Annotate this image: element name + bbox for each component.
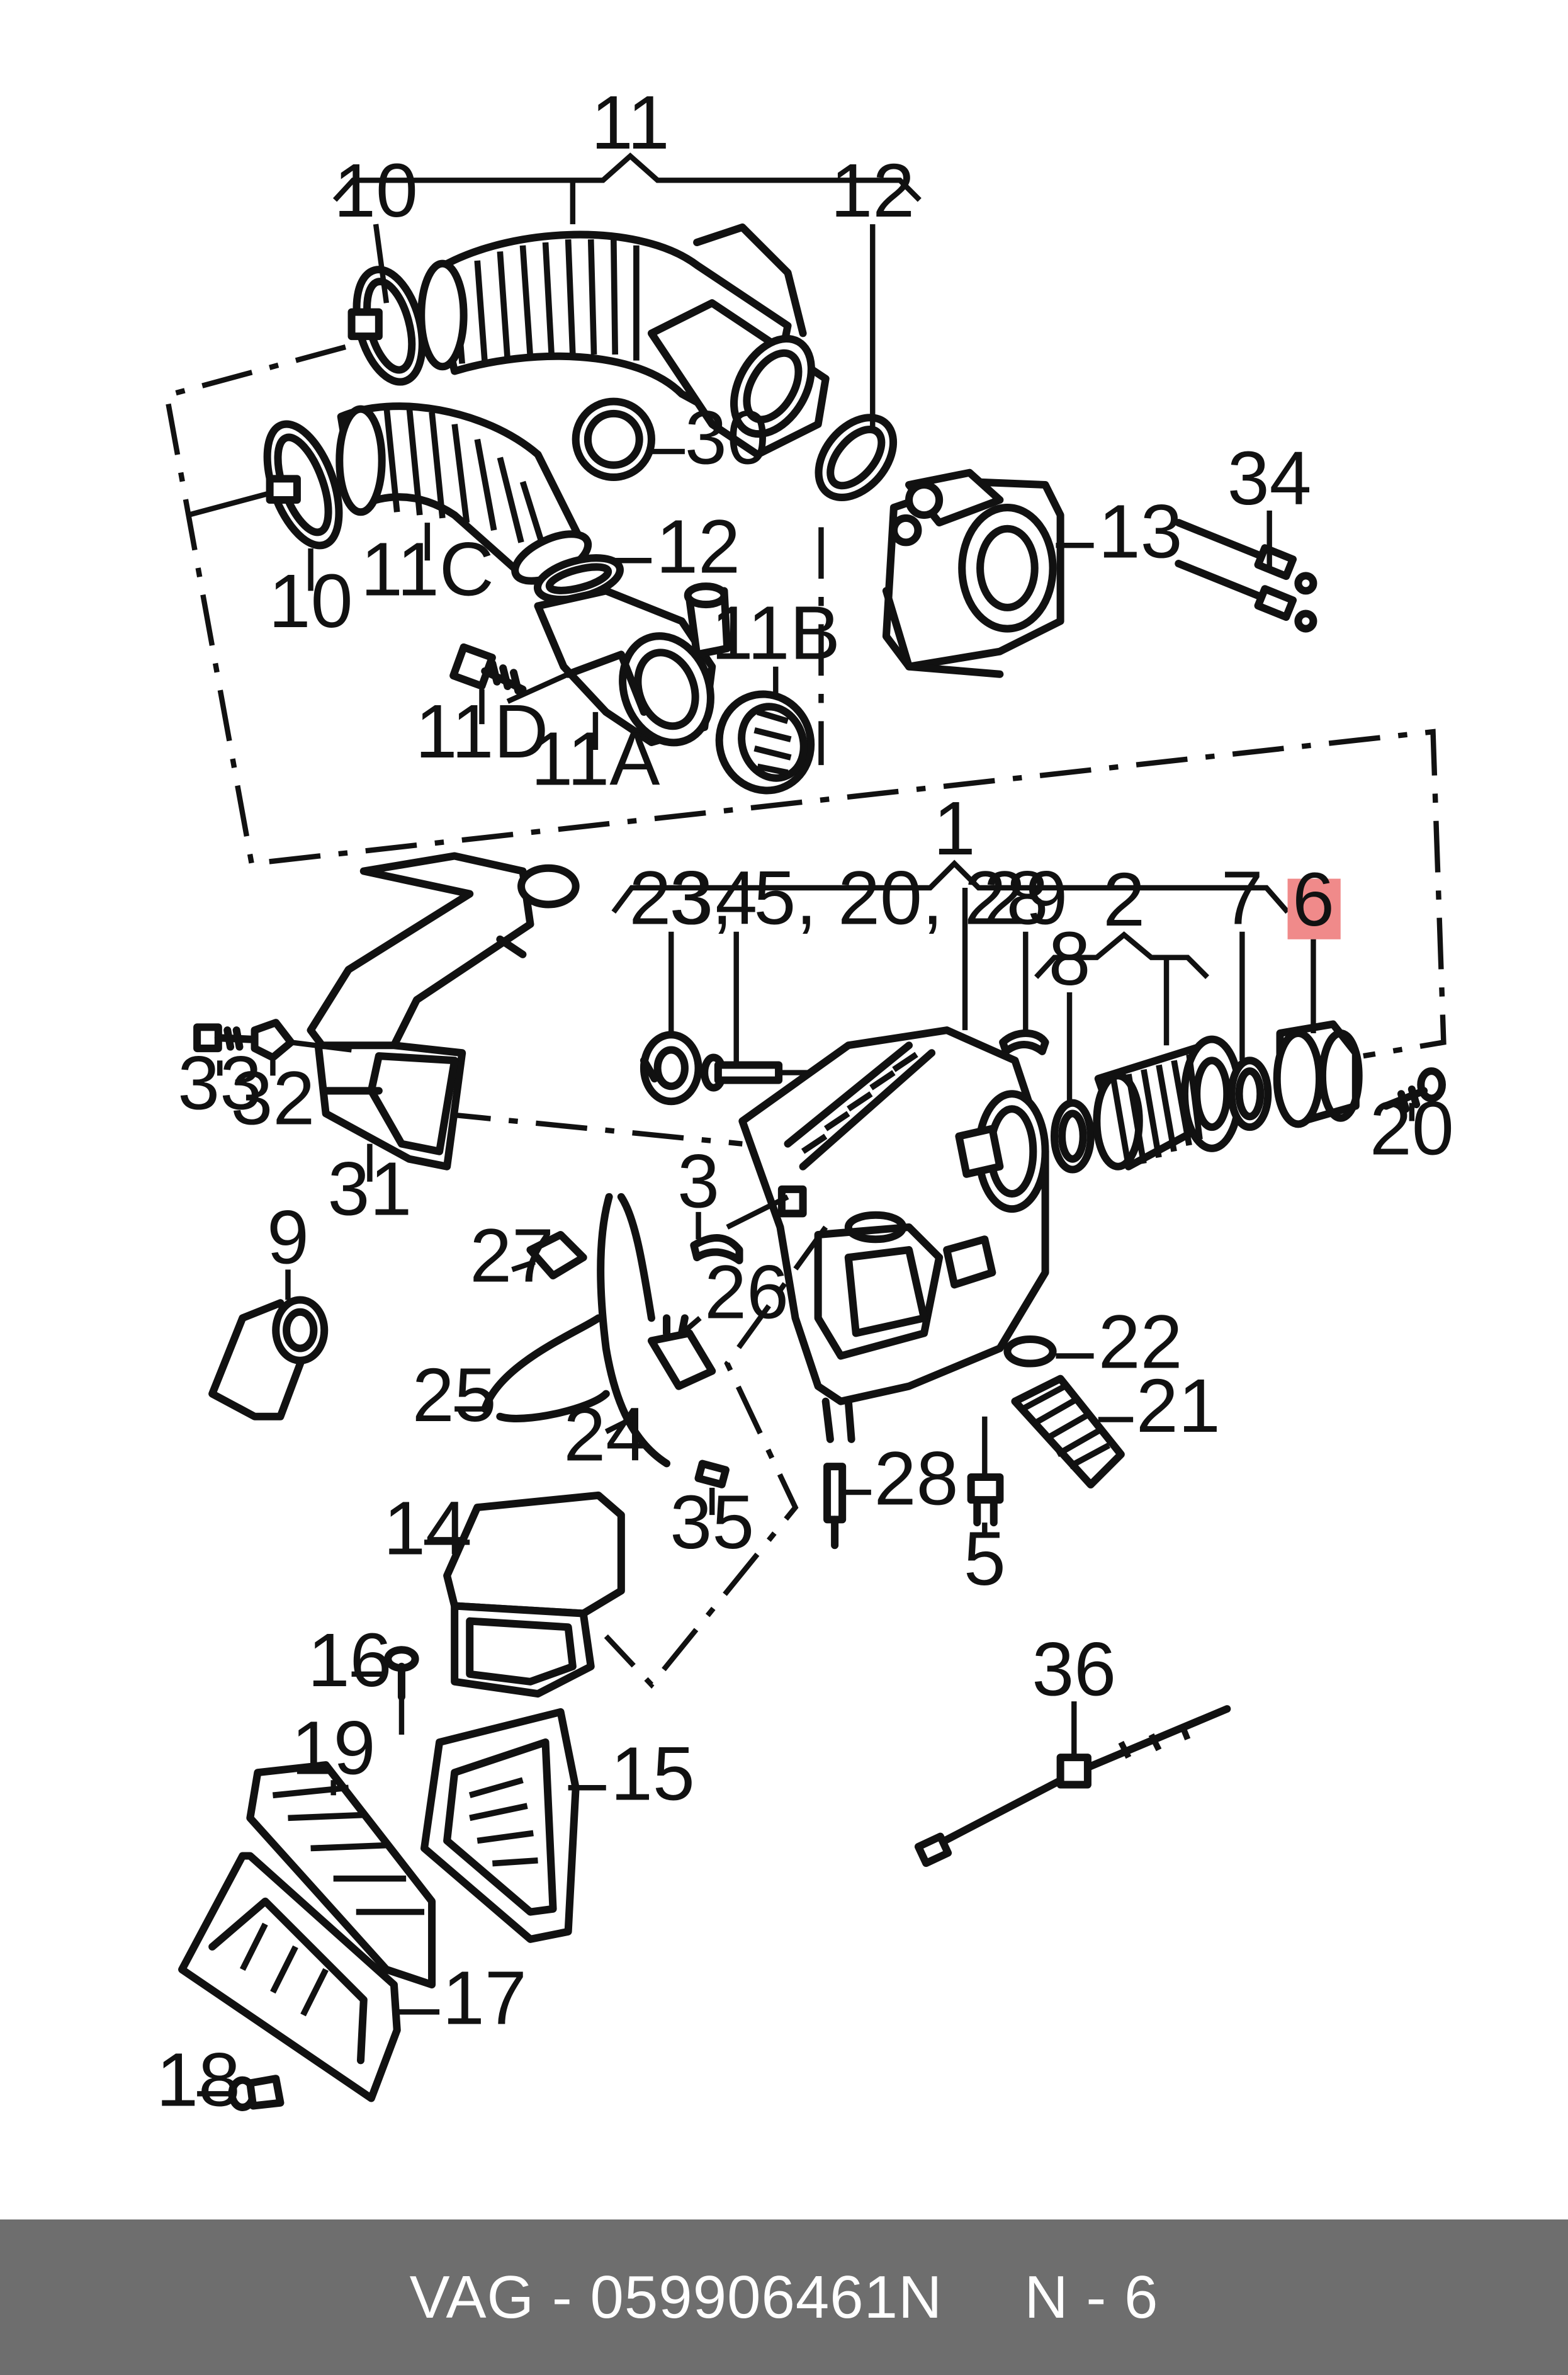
air-deflector-17 <box>178 1852 401 2102</box>
hose-clamp-12-top <box>815 414 898 502</box>
callout-25: 25 <box>412 1353 497 1437</box>
callout-15: 15 <box>611 1732 695 1816</box>
grommet-23 <box>640 1031 702 1106</box>
clip-27 <box>526 1230 587 1279</box>
air-guide-15 <box>420 1708 580 1943</box>
footer-label: VAG - 059906461N N - 6 <box>410 2263 1159 2332</box>
callout-4: 4 <box>715 856 757 941</box>
callout-11D: 11D <box>415 689 549 774</box>
intake-hose-11C <box>336 402 592 585</box>
grille-19 <box>246 1761 436 1989</box>
clip-18 <box>228 2075 285 2111</box>
throttle-body-13 <box>882 468 1064 678</box>
intake-hose-upper <box>417 223 830 458</box>
callout-11C: 11C <box>361 528 494 612</box>
footer-bar: VAG - 059906461N N - 6 <box>0 2219 1568 2375</box>
callout-34: 34 <box>1227 436 1312 521</box>
callout-33: 33 <box>178 1041 262 1125</box>
air-filter-housing-1 <box>738 1026 1049 1443</box>
callout-18: 18 <box>156 2038 240 2123</box>
stud-28 <box>823 1463 847 1550</box>
callout-30: 30 <box>685 395 769 480</box>
valve-5 <box>967 1473 1004 1527</box>
screw-20 <box>1382 1067 1446 1113</box>
footer-separator: - <box>551 2263 573 2331</box>
wire-harness-24-25 <box>481 1193 671 1468</box>
cable-ties-34 <box>1175 519 1317 633</box>
callout-6: 6 <box>1292 858 1334 942</box>
callout-11B: 11B <box>711 591 840 676</box>
parts-diagram: 11 10 30 12 13 <box>156 81 1454 2123</box>
intake-pipe-11A <box>534 582 731 747</box>
sensor-26 <box>647 1314 716 1390</box>
callout-9: 9 <box>267 1196 309 1280</box>
o-ring-30 <box>572 397 655 481</box>
callout-10-top: 10 <box>334 149 418 233</box>
group-1-bracket <box>611 859 1290 1031</box>
screw-16 <box>384 1646 419 1701</box>
callout-24: 24 <box>563 1393 648 1477</box>
callout-8: 8 <box>1049 917 1091 1001</box>
clip-32 <box>251 1019 295 1062</box>
callout-11A: 11A <box>531 717 660 801</box>
callout-5: 5 <box>964 1517 1006 1601</box>
sleeve-11B <box>715 690 815 795</box>
callout-32: 32 <box>231 1056 315 1140</box>
diagram-reference: N - 6 <box>1024 2263 1159 2331</box>
group-11-bracket <box>332 152 922 225</box>
callout-19: 19 <box>291 1706 376 1791</box>
filter-cover-6 <box>1273 1020 1363 1128</box>
o-ring-7 <box>1227 1057 1272 1131</box>
bolt-11D <box>449 643 527 695</box>
callout-16: 16 <box>308 1618 392 1703</box>
callout-27: 27 <box>470 1214 554 1298</box>
callout-2: 2 <box>1103 858 1145 942</box>
clip-3 <box>690 1234 743 1264</box>
callout-20: 20 <box>1370 1086 1454 1170</box>
group-11-boundary <box>164 344 1447 1059</box>
pin-4 <box>701 1053 783 1092</box>
group-2-bracket <box>1034 931 1209 1046</box>
callout-23: 23 <box>629 856 713 941</box>
callout-26: 26 <box>704 1250 789 1334</box>
filter-element-2 <box>1093 1035 1243 1170</box>
connector-35 <box>694 1460 730 1488</box>
callout-31: 31 <box>328 1147 412 1232</box>
seal-22 <box>1003 1335 1057 1368</box>
callout-28: 28 <box>874 1436 959 1521</box>
callout-3-5-20-28: 3, 5, 20, 28 <box>670 856 1049 941</box>
bolt-33 <box>193 1023 254 1053</box>
intake-duct-31 <box>307 852 580 1170</box>
callout-29: 29 <box>983 856 1068 941</box>
cable-tie-36 <box>914 1705 1231 1868</box>
callout-1: 1 <box>933 786 976 871</box>
brand-label: VAG <box>409 2263 535 2331</box>
hose-clamp-10-lower <box>263 420 343 550</box>
callout-12-top: 12 <box>830 149 915 233</box>
callout-21: 21 <box>1136 1364 1221 1448</box>
callout-17: 17 <box>443 1956 527 2041</box>
air-duct-14 <box>443 1491 625 1698</box>
clip-29 <box>999 1029 1049 1055</box>
callout-11: 11 <box>591 81 670 165</box>
callout-7: 7 <box>1221 856 1263 941</box>
lower-duct-boundary <box>604 1225 828 1689</box>
drain-hose-21 <box>1011 1375 1125 1489</box>
callout-10-lower: 10 <box>269 559 353 643</box>
hose-9 <box>208 1296 329 1420</box>
callout-36: 36 <box>1032 1627 1116 1711</box>
callout-35: 35 <box>670 1480 754 1565</box>
callout-22: 22 <box>1098 1300 1183 1385</box>
highlight-box-6 <box>1287 878 1341 939</box>
part-number: 059906461N <box>590 2263 943 2331</box>
callout-3: 3 <box>677 1140 719 1224</box>
callout-13: 13 <box>1098 489 1183 574</box>
callout-12-lower: 12 <box>656 505 740 589</box>
callout-14: 14 <box>383 1487 468 1571</box>
o-ring-8 <box>1050 1099 1095 1174</box>
